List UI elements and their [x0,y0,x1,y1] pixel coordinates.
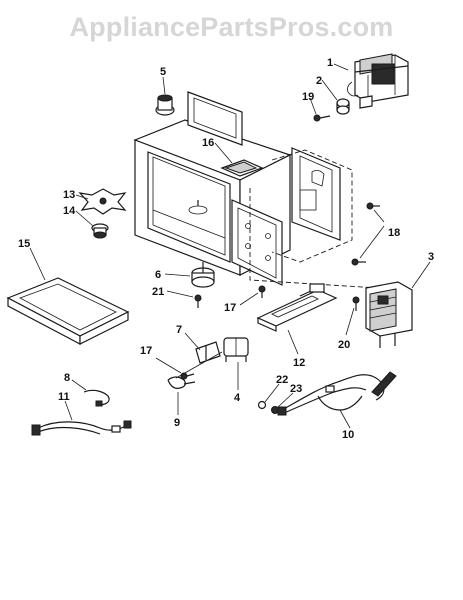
part-high-voltage-capacitor[interactable] [223,337,249,362]
callout-9: 9 [174,417,180,429]
part-grease-filter-frame[interactable] [6,277,130,345]
callout-22: 22 [276,374,288,386]
callout-3: 3 [428,251,434,263]
callout-20: 20 [338,339,350,351]
callout-12: 12 [293,357,305,369]
part-screws-18[interactable] [351,202,380,266]
part-turntable-motor[interactable] [191,262,215,288]
part-side-plate[interactable] [291,147,341,241]
part-capacitor-clip[interactable] [336,98,350,115]
callout-17a: 17 [224,302,236,314]
part-magnetron[interactable] [365,281,413,348]
callout-23: 23 [290,383,302,395]
callout-5: 5 [160,66,166,78]
part-screw-21[interactable] [194,294,202,308]
callout-18: 18 [388,227,400,239]
part-waveguide-cover[interactable] [220,159,264,177]
callout-10: 10 [342,429,354,441]
part-thermal-cutoff[interactable] [167,376,196,389]
callout-8: 8 [64,372,70,384]
callout-14: 14 [63,205,76,217]
callout-6: 6 [155,269,161,281]
callout-7: 7 [176,324,182,336]
watermark-logo: AppliancePartsPros.com [69,12,394,42]
callout-21: 21 [152,286,164,298]
callout-17b: 17 [140,345,152,357]
part-screw-20[interactable] [352,296,360,311]
callout-11: 11 [58,391,70,403]
part-fastener-23[interactable] [271,406,279,414]
part-turntable-coupler[interactable] [78,188,127,215]
part-screw-17a[interactable] [258,285,266,298]
callout-15: 15 [18,238,30,250]
part-wire-harness-11[interactable] [31,420,132,436]
part-lamp-socket[interactable] [155,94,175,116]
part-roller-14[interactable] [91,223,109,239]
part-screw-17b[interactable] [175,351,223,380]
part-switch-bracket[interactable] [195,341,221,364]
part-transformer-top[interactable] [347,53,409,109]
part-wire-harness-8[interactable] [83,389,110,407]
callout-16: 16 [202,137,214,149]
part-screw-19[interactable] [313,114,331,122]
callout-1: 1 [327,57,333,69]
callout-19: 19 [302,91,314,103]
callout-2: 2 [316,75,322,87]
part-cavity-chassis[interactable] [133,91,292,286]
part-fastener-22[interactable] [257,400,267,410]
callout-13: 13 [63,189,75,201]
part-mounting-bracket[interactable] [256,283,338,332]
part-main-wire-harness[interactable] [277,371,397,416]
callout-4: 4 [234,392,241,404]
